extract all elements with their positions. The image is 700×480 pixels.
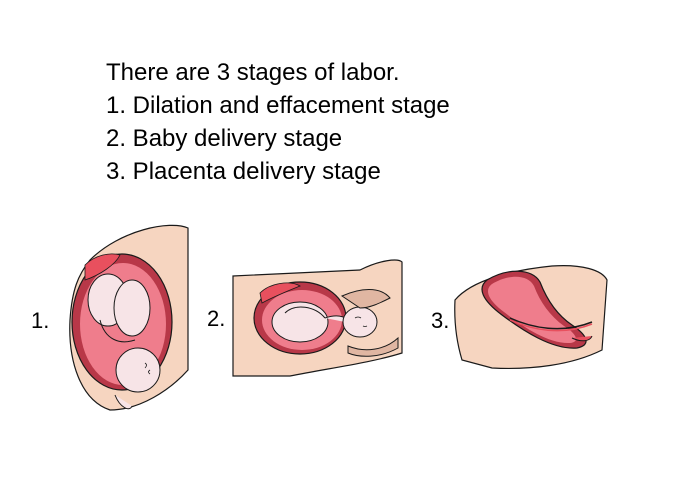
- stage-2-illustration: [232, 259, 403, 377]
- stage-1-illustration: [69, 224, 189, 411]
- stage-list-item-3: 3. Placenta delivery stage: [106, 158, 381, 185]
- stage-1-label: 1.: [31, 308, 50, 333]
- stage-3-label: 3.: [431, 308, 450, 333]
- intro-heading: There are 3 stages of labor.: [106, 59, 400, 86]
- stage-2-label: 2.: [207, 306, 226, 331]
- stage-list-item-2: 2. Baby delivery stage: [106, 125, 343, 152]
- stage-3-illustration: [454, 265, 608, 369]
- stage-list-item-1: 1. Dilation and effacement stage: [106, 92, 450, 119]
- intro-text: There are 3 stages of labor. 1. Dilation…: [106, 56, 450, 188]
